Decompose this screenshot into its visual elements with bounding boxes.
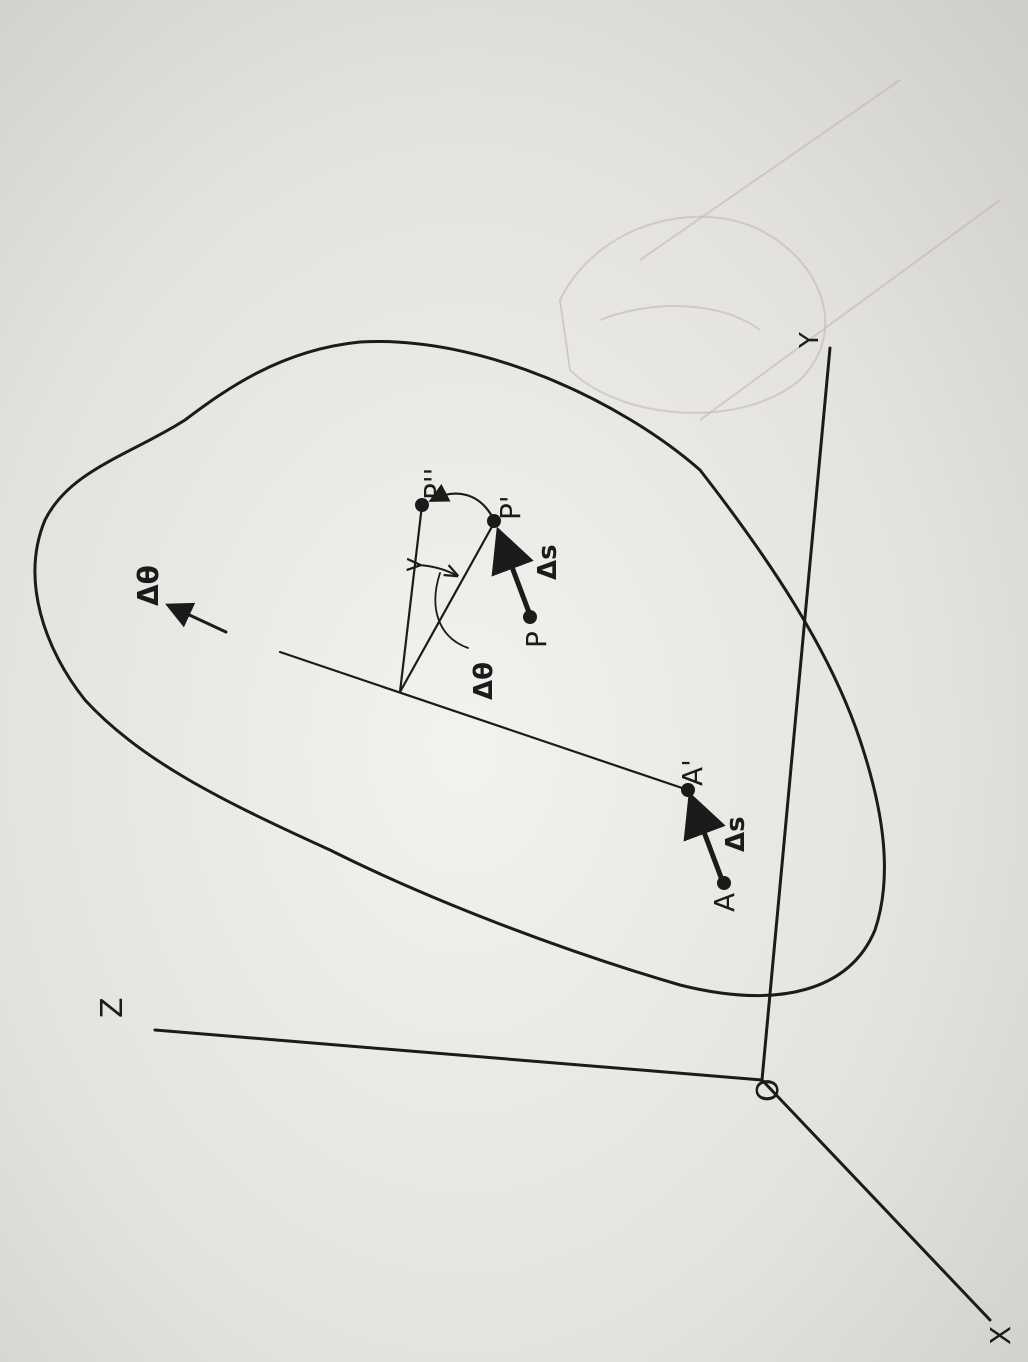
label-p-double-prime: P'' bbox=[418, 468, 451, 500]
label-p: P bbox=[520, 631, 553, 648]
translation-vector-a bbox=[683, 791, 726, 883]
y-axis-line bbox=[760, 346, 832, 1082]
point-p-double-prime bbox=[415, 498, 429, 512]
x-axis-label: X bbox=[984, 1326, 1017, 1345]
point-a-prime bbox=[681, 783, 695, 797]
label-a-prime: A' bbox=[676, 759, 709, 786]
rotation-axis-line bbox=[278, 650, 690, 792]
x-axis-line bbox=[760, 1078, 992, 1322]
point-a bbox=[717, 876, 731, 890]
body-outline bbox=[33, 339, 886, 997]
z-axis-label: Z bbox=[95, 997, 130, 1018]
origin-label: O bbox=[751, 1078, 786, 1102]
y-axis-label: Y bbox=[795, 332, 825, 349]
rotation-vector-label: Δθ bbox=[132, 565, 165, 606]
translation-vector-p bbox=[491, 526, 534, 618]
bleed-through bbox=[558, 79, 1001, 421]
label-a: A bbox=[708, 893, 741, 912]
rotation-arc-p-prime-to-p-double-prime bbox=[428, 483, 496, 522]
angle-leader-line bbox=[434, 572, 469, 649]
angle-arc bbox=[418, 565, 456, 575]
label-delta-s-a: Δs bbox=[721, 816, 751, 852]
point-p-prime bbox=[487, 514, 501, 528]
label-delta-s-p: Δs bbox=[533, 544, 563, 580]
radius-to-p-double-prime bbox=[398, 503, 424, 694]
rotation-vector-arrow bbox=[165, 602, 228, 634]
label-delta-theta: Δθ bbox=[469, 662, 499, 700]
radius-to-p-prime bbox=[398, 521, 496, 694]
point-p bbox=[523, 610, 537, 624]
z-axis-line bbox=[153, 1028, 764, 1082]
label-p-prime: P' bbox=[494, 495, 527, 520]
